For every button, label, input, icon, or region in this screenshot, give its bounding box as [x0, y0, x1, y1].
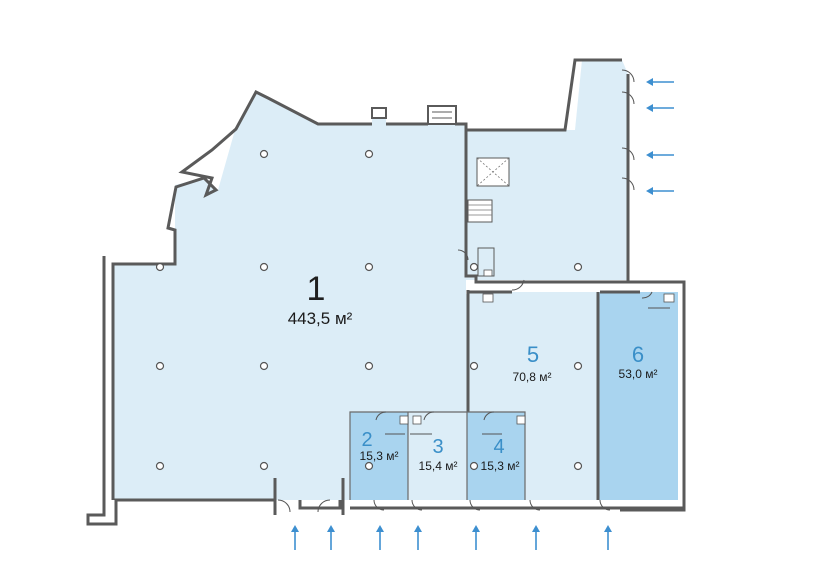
stair-icon	[467, 199, 493, 223]
outer-wall	[86, 256, 275, 526]
outer-wall-top-right	[455, 58, 622, 132]
room-3-area: 15,4 м²	[419, 459, 458, 473]
room-5-number: 5	[527, 342, 539, 367]
room-1-area: 443,5 м²	[288, 309, 353, 328]
room-1-fill[interactable]	[113, 92, 468, 500]
outer-wall-bottom	[298, 500, 342, 510]
outer-wall-left-top	[111, 90, 372, 500]
room-4-fill[interactable]	[467, 412, 525, 500]
room-6-fill[interactable]	[598, 292, 678, 500]
room-2-fill[interactable]	[350, 412, 408, 500]
room-3-fill[interactable]	[408, 412, 467, 500]
room-2-number: 2	[361, 429, 372, 451]
room-2-area: 15,3 м²	[360, 449, 399, 463]
outer-wall-right	[620, 74, 686, 512]
entrance-arrow-icon	[291, 525, 612, 550]
room-4-number: 4	[493, 436, 504, 458]
door-icon	[277, 69, 653, 513]
room-3-number: 3	[432, 436, 443, 458]
room-6-area: 53,0 м²	[619, 367, 658, 381]
small-rooms-outline	[349, 411, 526, 500]
entrance-arrow-icon	[646, 78, 674, 195]
wall-niche-2	[427, 105, 457, 125]
sink-icon	[399, 269, 675, 425]
column-icon	[155, 149, 583, 471]
wall-niche	[371, 107, 387, 119]
room-6-number: 6	[632, 342, 644, 367]
room-4-area: 15,3 м²	[481, 459, 520, 473]
room-upper-right-fill	[466, 60, 628, 280]
room-1-number: 1	[307, 270, 326, 308]
inner-wall-mid	[464, 130, 628, 284]
room-5-area: 70,8 м²	[513, 370, 552, 384]
